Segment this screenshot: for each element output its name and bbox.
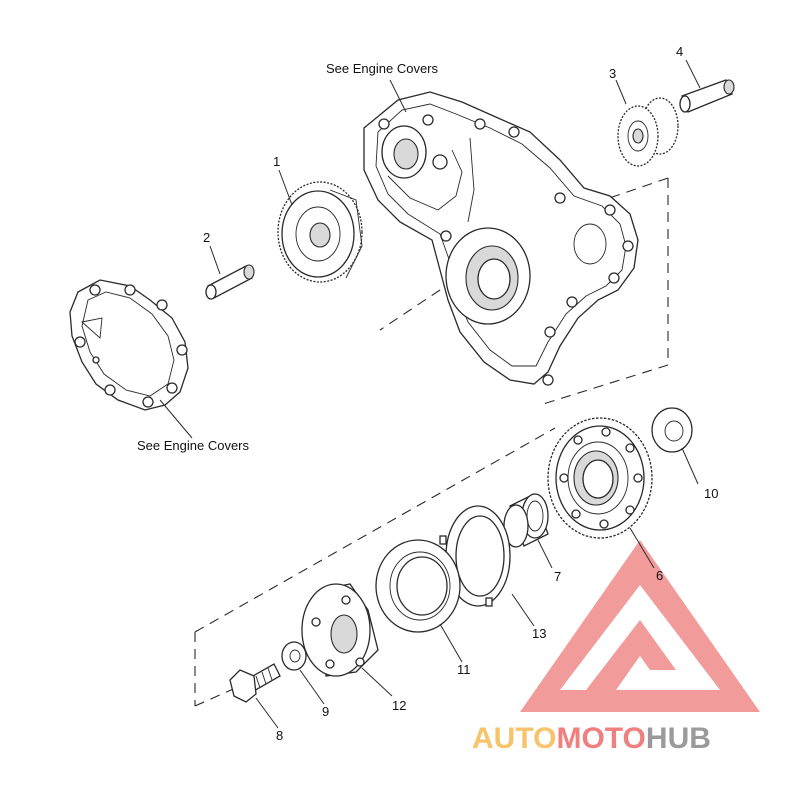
part-8-bolt xyxy=(229,663,281,703)
part-10-washer xyxy=(651,407,693,453)
leader-lines xyxy=(159,59,701,729)
part-7-bearing xyxy=(503,493,549,548)
watermark-logo xyxy=(520,540,760,712)
callout-11: 11 xyxy=(457,662,471,677)
part-2-pin xyxy=(205,264,255,300)
part-3-gear xyxy=(617,97,679,167)
callout-13: 13 xyxy=(532,626,546,641)
callout-3: 3 xyxy=(609,66,616,81)
callout-8: 8 xyxy=(276,728,283,743)
callout-9: 9 xyxy=(322,704,329,719)
callout-4: 4 xyxy=(676,44,683,59)
callout-10: 10 xyxy=(704,486,718,501)
callout-2: 2 xyxy=(203,230,210,245)
watermark-wordmark: AUTOMOTOHUB xyxy=(472,722,711,755)
main-engine-cover xyxy=(363,91,639,386)
watermark-moto: MOTO xyxy=(556,722,645,755)
watermark-auto: AUTO xyxy=(472,722,556,755)
watermark-hub: HUB xyxy=(646,722,711,755)
callout-1: 1 xyxy=(273,154,280,169)
svg-text:AUTOMOTOHUB: AUTOMOTOHUB xyxy=(472,722,711,755)
part-13-plate xyxy=(439,505,511,607)
callout-6: 6 xyxy=(656,568,663,583)
callout-12: 12 xyxy=(392,698,406,713)
part-9-washer xyxy=(281,641,307,671)
note-see-engine-covers-left: See Engine Covers xyxy=(137,438,250,453)
part-4-pin xyxy=(679,79,735,113)
part-6-gear xyxy=(547,417,653,539)
left-engine-cover xyxy=(69,279,189,411)
callout-7: 7 xyxy=(554,569,561,584)
part-1-gear xyxy=(277,181,363,283)
part-11-ring xyxy=(375,539,461,633)
part-12-hub xyxy=(301,583,379,677)
note-see-engine-covers-top: See Engine Covers xyxy=(326,61,439,76)
